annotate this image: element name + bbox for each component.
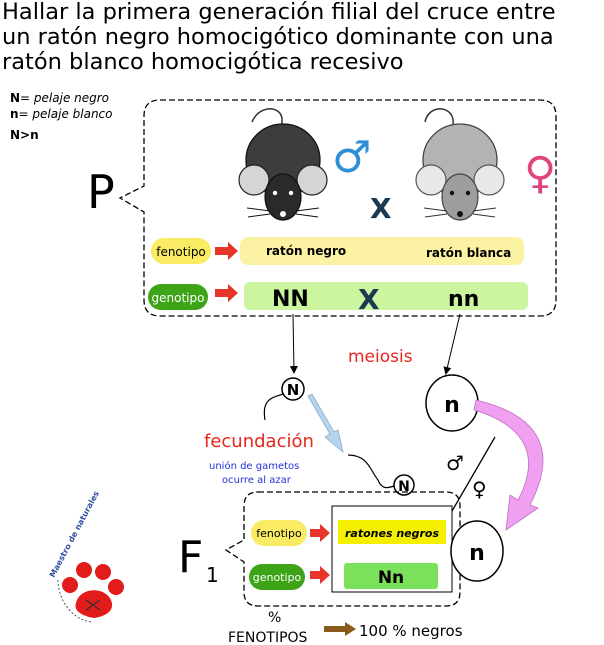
logo-paw-icon: Maestro de naturales	[48, 489, 124, 623]
percent-symbol: %	[268, 610, 281, 626]
title-line-2: un ratón negro homocigótico dominante co…	[2, 24, 554, 50]
result-arrow-icon	[324, 622, 356, 636]
f1-bubble	[224, 491, 461, 607]
f1-phenotype-bar	[338, 520, 446, 544]
f1-genotype-bar	[344, 563, 438, 589]
legend-val-recessive: = pelaje blanco	[18, 107, 113, 121]
legend-key-dominant: N	[10, 91, 21, 105]
result-text: 100 % negros	[359, 622, 463, 640]
f1-egg	[450, 520, 504, 582]
fenotipo-pill-bg	[151, 238, 211, 264]
egg-gamete-letter: n	[444, 393, 460, 418]
dominance-rule: N>n	[10, 128, 39, 142]
legend-val-dominant: = pelaje negro	[20, 91, 110, 105]
sperm-gamete: N	[263, 377, 305, 421]
legend-row-dominant: N= pelaje negro	[10, 90, 112, 106]
phenotype-white: ratón blanca	[426, 246, 511, 260]
moving-sperm: N	[347, 454, 415, 496]
f1-genotipo-pill-bg	[249, 564, 305, 590]
fenotipo-pill-label: fenotipo	[156, 245, 206, 259]
f1-fenotipo-pill-label: fenotipo	[256, 527, 302, 540]
logo-text: Maestro de naturales	[48, 489, 101, 579]
moving-sperm-letter: N	[398, 479, 410, 495]
genotype-cross: X	[358, 283, 380, 316]
fecundacion-note-2: ocurre al azar	[222, 475, 292, 486]
fecundacion-arrow-icon	[307, 393, 344, 454]
small-male-icon: ♂	[446, 451, 464, 475]
genotype-bar	[244, 282, 528, 310]
title-line-1: Hallar la primera generación filial del …	[2, 0, 556, 25]
parental-bubble	[118, 99, 557, 317]
meiosis-label: meiosis	[348, 347, 413, 367]
black-mouse-icon	[238, 108, 328, 221]
legend: N= pelaje negro n= pelaje blanco N>n	[10, 90, 112, 143]
pink-arrow-icon	[473, 399, 544, 531]
genotipo-arrow-icon	[215, 284, 238, 302]
small-female-icon: ♀	[472, 477, 487, 501]
genotype-recessive: nn	[448, 287, 479, 312]
f1-genotype: Nn	[378, 568, 404, 588]
parental-label: P	[87, 165, 115, 219]
f1-fenotipo-pill-bg	[251, 520, 307, 546]
title-line-3: ratón blanco homocigótica recesivo	[2, 49, 404, 75]
f1-label: F	[178, 532, 203, 583]
f1-phenotype: ratones negros	[345, 527, 439, 540]
fenotipo-arrow-icon	[215, 242, 238, 260]
legend-row-recessive: n= pelaje blanco	[10, 106, 112, 122]
fenotipos-label: FENOTIPOS	[228, 630, 308, 645]
page-title: Hallar la primera generación filial del …	[2, 0, 602, 75]
f1-genotipo-arrow-icon	[310, 566, 330, 584]
legend-key-recessive: n	[10, 107, 19, 121]
phenotype-black: ratón negro	[266, 244, 346, 258]
phenotype-bar	[240, 237, 524, 265]
sperm-gamete-letter: N	[287, 381, 300, 399]
f1-genotipo-pill-label: genotipo	[253, 571, 302, 584]
f1-egg-letter: n	[469, 541, 485, 566]
parental-cross: X	[370, 192, 392, 225]
genotipo-pill-label: genotipo	[152, 291, 205, 305]
male-symbol-icon: ♂	[332, 132, 371, 183]
fecundacion-note-1: unión de gametos	[209, 460, 299, 472]
genotipo-pill-bg	[148, 284, 208, 310]
female-symbol-icon: ♀	[524, 148, 556, 199]
white-mouse-icon	[415, 108, 505, 221]
fecundacion-label: fecundación	[204, 431, 314, 452]
f1-fenotipo-arrow-icon	[310, 524, 330, 542]
f1-label-sub: 1	[206, 563, 219, 587]
genotype-dominant: NN	[272, 287, 309, 312]
